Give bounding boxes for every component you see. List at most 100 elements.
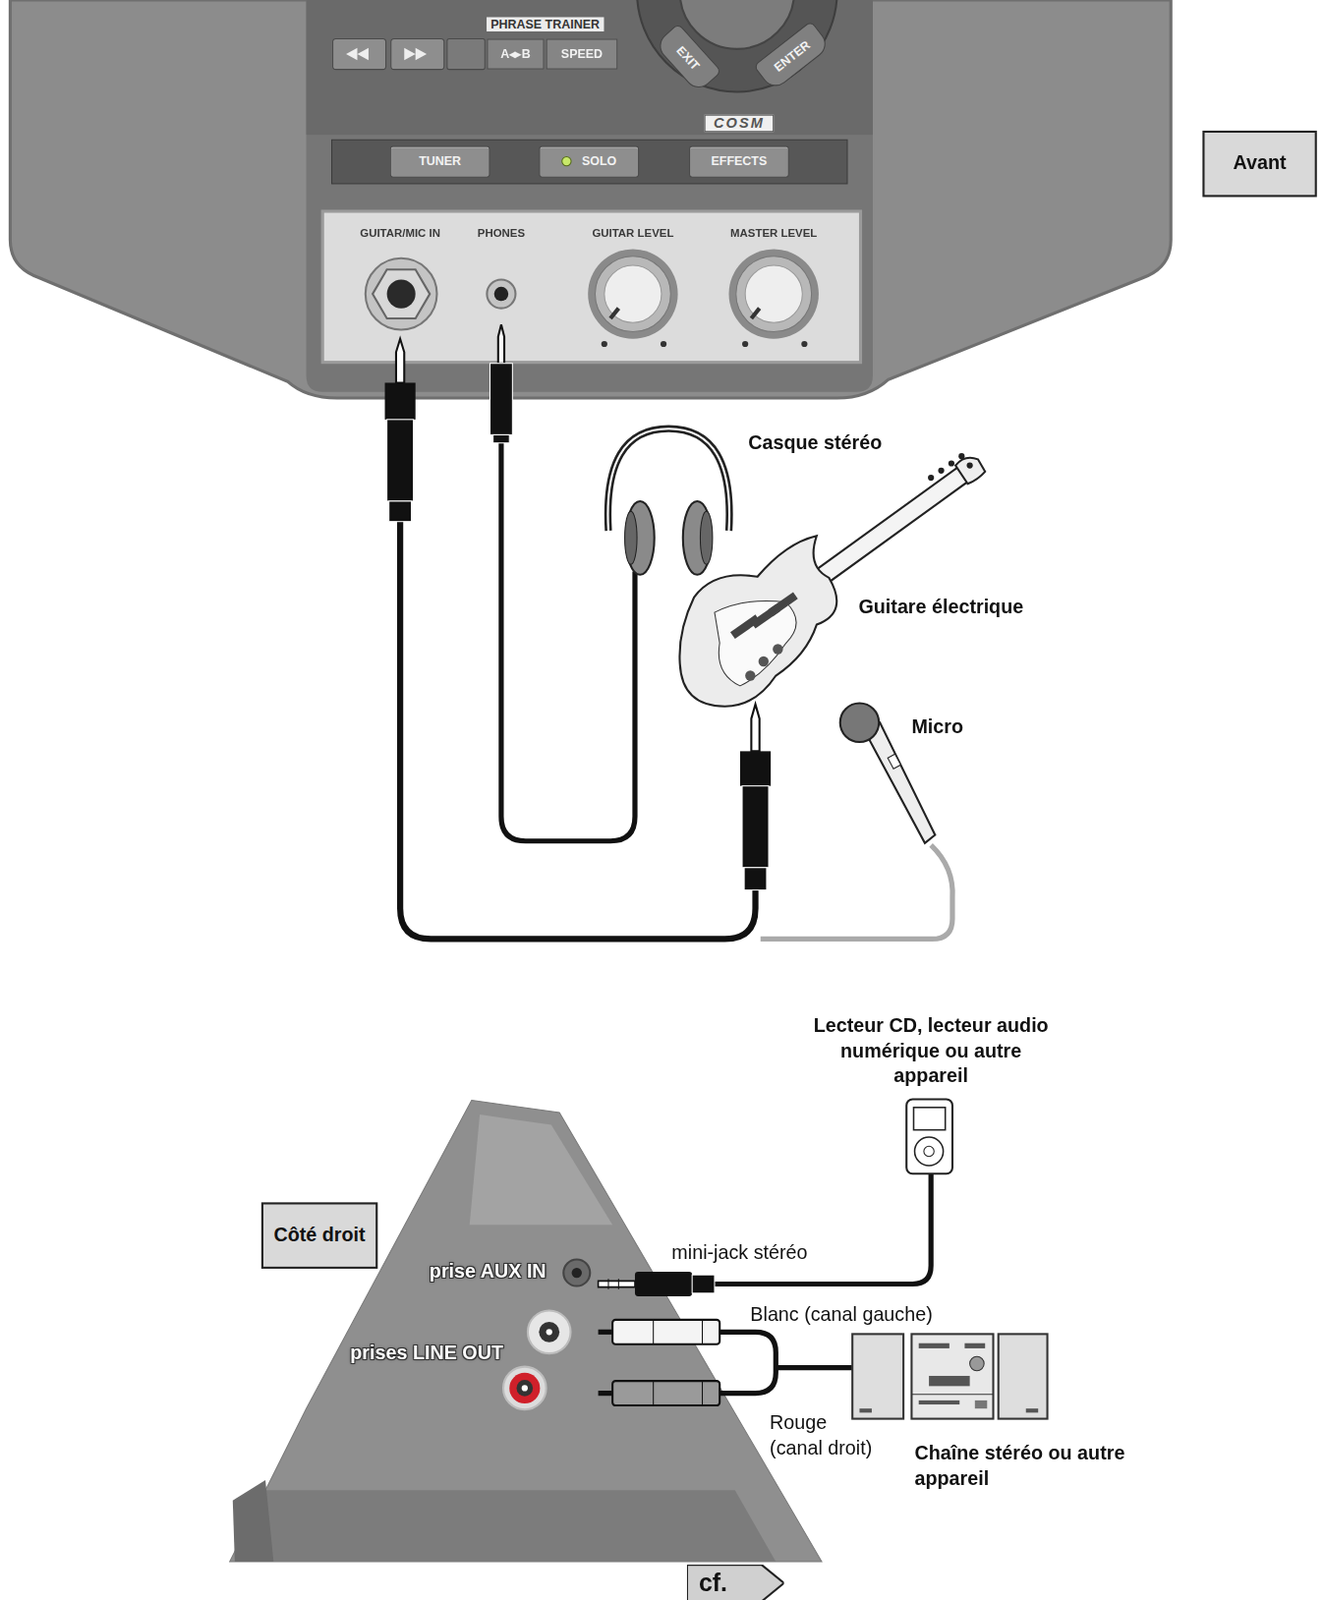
stereo-system-part xyxy=(928,1376,971,1386)
effects-button: EFFECTS xyxy=(689,145,790,177)
guitar-cable-part xyxy=(400,520,755,940)
headphones-part xyxy=(699,511,712,565)
view-tag: Avant xyxy=(1202,129,1317,197)
tuner-button: TUNER xyxy=(390,145,491,177)
microphone-part xyxy=(887,753,901,769)
logo: COSM xyxy=(704,115,775,133)
jack-panel-part xyxy=(387,280,416,309)
stereo-system-part xyxy=(1026,1408,1038,1413)
side-jacks-part xyxy=(521,1384,528,1391)
electric-guitar-part xyxy=(955,458,985,485)
microphone xyxy=(760,703,953,940)
guitar-cable-part xyxy=(387,419,414,502)
transport-buttons-part xyxy=(345,48,369,60)
node-text: EFFECTS xyxy=(711,154,768,170)
jack-name: GUITAR/MIC IN xyxy=(359,225,441,240)
stereo-system-part xyxy=(859,1408,871,1413)
channel-name: Rouge (canal droit) xyxy=(769,1411,884,1462)
mini-jack-cable-part xyxy=(634,1271,692,1297)
electric-guitar-part xyxy=(679,535,837,706)
jack-panel-part xyxy=(604,265,662,323)
transport-buttons-part xyxy=(391,38,445,69)
section-title: PHRASE TRAINER xyxy=(486,16,604,32)
phones-cable-part xyxy=(498,324,505,363)
jack-name: PHONES xyxy=(477,225,525,240)
phones-cable-part xyxy=(493,434,511,443)
headphones xyxy=(607,428,730,576)
stereo-system-part xyxy=(964,1343,985,1349)
jack-panel-part xyxy=(486,280,516,309)
channel-name: Blanc (canal gauche) xyxy=(749,1302,932,1328)
amp-side-part xyxy=(469,1114,613,1225)
microphone-part xyxy=(865,722,936,844)
node-text: A◂▸B xyxy=(500,47,530,62)
rca-cables-part xyxy=(612,1320,720,1345)
rca-cables-part xyxy=(701,1320,703,1345)
guitar-cable-part xyxy=(389,501,412,522)
rca-cables-part xyxy=(612,1381,720,1406)
transport-buttons-part xyxy=(447,38,485,69)
jack-panel-part xyxy=(801,341,807,347)
node-text: SPEED xyxy=(561,47,603,62)
stereo-system-part xyxy=(911,1393,993,1395)
electric-guitar-part xyxy=(948,460,955,466)
side-jacks-part xyxy=(563,1260,590,1287)
headphones-part xyxy=(607,428,730,531)
rca-cables xyxy=(598,1320,854,1406)
mini-jack-cable-part xyxy=(607,1278,609,1289)
side-jacks-part xyxy=(572,1267,582,1278)
amp-front xyxy=(9,0,1171,399)
side-jacks-part xyxy=(538,1322,560,1343)
stereo-system-part xyxy=(919,1343,950,1349)
side-jacks-part xyxy=(503,1367,547,1411)
guitar-cable-part xyxy=(385,382,416,419)
jack-panel-part xyxy=(750,308,759,319)
part-name: Micro xyxy=(911,715,964,742)
guitar-cable-part xyxy=(396,339,404,384)
jack-panel-part xyxy=(372,269,430,319)
stereo-system-part xyxy=(919,1400,961,1405)
guitar-cable-part xyxy=(740,750,771,786)
stereo-system-part xyxy=(970,1356,985,1372)
phones-cable xyxy=(490,324,635,842)
mini-jack-cable-part xyxy=(598,1280,635,1287)
jack-panel-part xyxy=(610,308,619,319)
node-text: Avant xyxy=(1233,152,1287,175)
jack-panel-part xyxy=(587,248,678,339)
node-text: SOLO xyxy=(581,154,617,170)
arrow-tag-shape xyxy=(686,1564,784,1600)
audio-player-part xyxy=(923,1146,934,1156)
side-jacks-part xyxy=(527,1310,572,1354)
guitar-cable-part xyxy=(742,786,769,868)
speed-button: SPEED xyxy=(546,38,619,69)
device-name: Chaîne stéréo ou autre appareil xyxy=(915,1441,1160,1493)
electric-guitar-part xyxy=(967,461,974,468)
jack-panel-part xyxy=(494,287,510,302)
jack-panel-part xyxy=(736,256,812,333)
stereo-system-part xyxy=(852,1333,904,1419)
mini-jack-cable-part xyxy=(618,1278,620,1289)
transport-buttons-part xyxy=(403,48,427,60)
solo-button: SOLO xyxy=(538,145,639,177)
mini-jack-cable-part xyxy=(714,1173,931,1284)
part-name: Casque stéréo xyxy=(748,430,882,457)
side-jacks xyxy=(503,1260,590,1411)
knob-name: GUITAR LEVEL xyxy=(591,225,674,240)
electric-guitar-part xyxy=(758,656,769,667)
node-text: cf. xyxy=(686,1568,728,1598)
jack-panel-part xyxy=(365,258,438,331)
loop-button: A◂▸B xyxy=(486,38,544,69)
guitar-cable-part xyxy=(400,520,755,940)
stereo-system-part xyxy=(998,1333,1048,1419)
transport-buttons-part xyxy=(333,38,387,69)
electric-guitar xyxy=(679,453,985,707)
device-name: Lecteur CD, lecteur audio numérique ou a… xyxy=(812,1013,1050,1090)
jack-name: prises LINE OUT xyxy=(349,1340,504,1367)
side-jacks-part xyxy=(546,1328,553,1335)
cable-name: mini-jack stéréo xyxy=(671,1241,807,1267)
mini-jack-cable-part xyxy=(691,1274,715,1294)
electric-guitar-part xyxy=(802,467,968,595)
led-indicator xyxy=(561,156,572,167)
guitar-cable-part xyxy=(744,867,767,891)
